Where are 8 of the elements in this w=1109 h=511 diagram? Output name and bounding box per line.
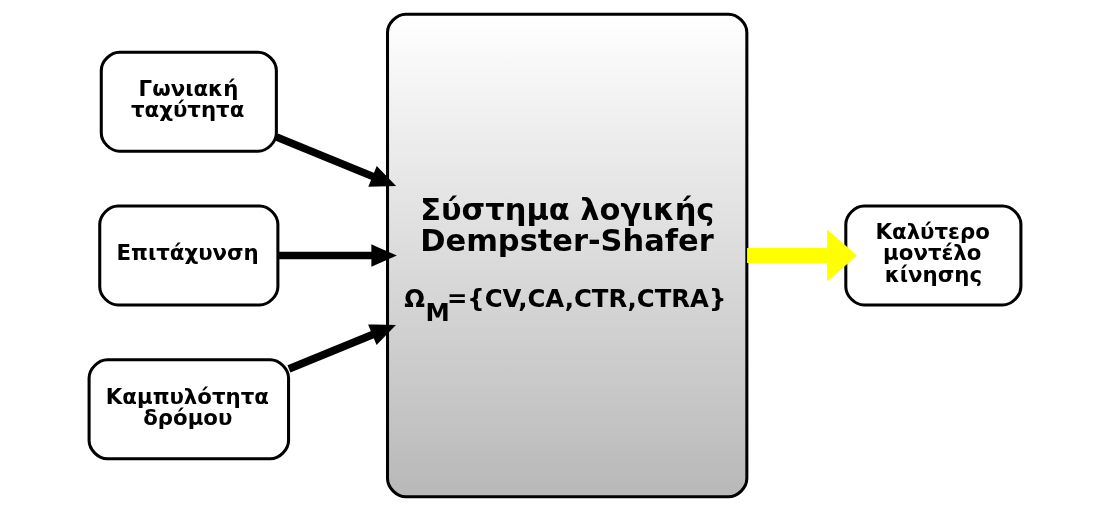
node-box: Καλύτερο μοντέλο κίνησης [843,204,1022,307]
arrow [274,133,396,187]
arrow [287,324,396,373]
arrow [746,229,857,282]
arrow [277,244,397,267]
node-box: Γωνιακή ταχύτητα [99,50,278,153]
node-box: Καμπυλότητα δρόμου [87,358,290,461]
node-box: Επιτάχυνση [97,204,279,307]
